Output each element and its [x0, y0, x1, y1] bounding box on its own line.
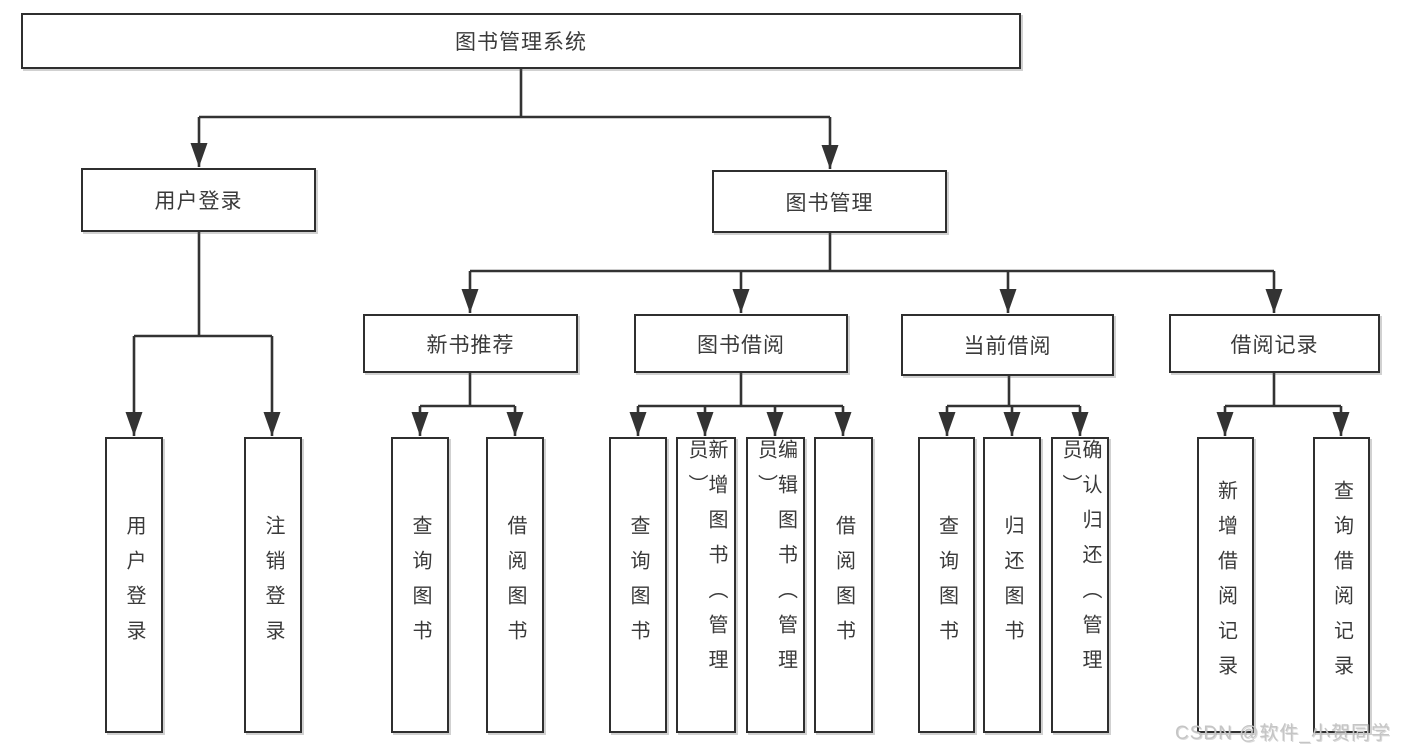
leaf-label: 用户登录 — [123, 515, 145, 655]
node-current-borrowing: 当前借阅 — [901, 314, 1114, 376]
leaf-label: 借阅图书 — [832, 515, 855, 655]
leaf-add-book-admin: 新增图书（管理员） — [676, 437, 736, 733]
leaf-label: 确认归还（管理员） — [1059, 439, 1101, 684]
leaf-label: 借阅图书 — [504, 515, 526, 655]
node-label: 新书推荐 — [426, 333, 515, 357]
node-label: 当前借阅 — [963, 335, 1052, 358]
leaf-label: 查询图书 — [627, 515, 649, 655]
leaf-label: 查询借阅记录 — [1330, 480, 1353, 690]
node-book-borrowing: 图书借阅 — [634, 314, 848, 373]
leaf-label: 查询图书 — [935, 515, 958, 655]
leaf-label: 新增图书（管理员） — [685, 439, 727, 684]
leaf-query-books-borrowing: 查询图书 — [609, 437, 667, 733]
leaf-query-books-recommend: 查询图书 — [391, 437, 449, 733]
leaf-query-borrow-record: 查询借阅记录 — [1313, 437, 1370, 733]
node-library-system: 图书管理系统 — [21, 13, 1021, 69]
leaf-add-borrow-record: 新增借阅记录 — [1197, 437, 1254, 733]
leaf-logout: 注销登录 — [244, 437, 302, 733]
node-book-management: 图书管理 — [712, 170, 947, 233]
node-label: 图书管理系统 — [455, 31, 587, 54]
node-new-book-recommend: 新书推荐 — [363, 314, 578, 373]
leaf-borrow-books: 借阅图书 — [814, 437, 873, 733]
leaf-query-books-current: 查询图书 — [918, 437, 975, 733]
leaf-return-books: 归还图书 — [983, 437, 1041, 733]
leaf-label: 注销登录 — [262, 515, 284, 655]
leaf-label: 查询图书 — [409, 515, 431, 655]
node-borrow-records: 借阅记录 — [1169, 314, 1380, 373]
leaf-label: 归还图书 — [1001, 515, 1023, 655]
node-label: 借阅记录 — [1230, 333, 1319, 357]
leaf-edit-book-admin: 编辑图书（管理员） — [746, 437, 805, 733]
watermark: CSDN @软件_小贺同学 — [1175, 723, 1391, 744]
node-user-login: 用户登录 — [81, 168, 316, 232]
node-label: 图书管理 — [785, 191, 874, 215]
leaf-user-login: 用户登录 — [105, 437, 163, 733]
leaf-borrow-books-recommend: 借阅图书 — [486, 437, 544, 733]
leaf-confirm-return-admin: 确认归还（管理员） — [1051, 437, 1109, 733]
leaf-label: 编辑图书（管理员） — [754, 439, 797, 684]
leaf-label: 新增借阅记录 — [1214, 480, 1237, 690]
node-label: 图书借阅 — [697, 333, 785, 357]
node-label: 用户登录 — [154, 190, 243, 213]
